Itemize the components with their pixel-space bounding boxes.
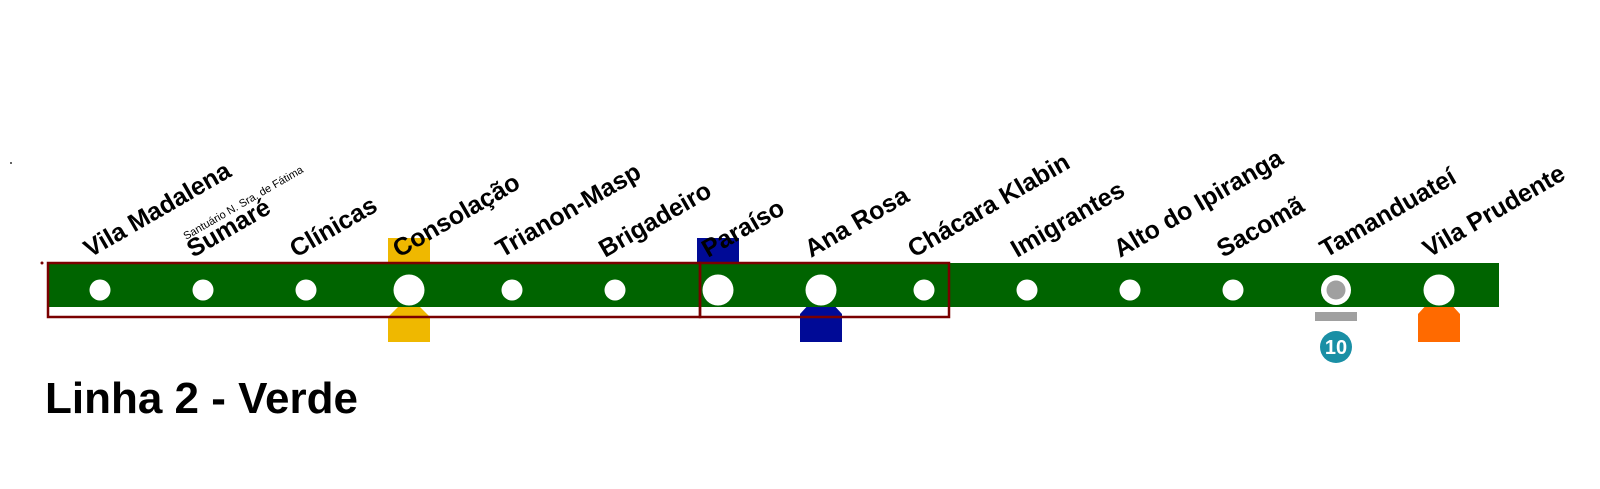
station-marker-trianon-masp	[501, 279, 523, 301]
station-marker-paraiso	[702, 274, 734, 306]
stray-dot	[40, 261, 44, 265]
station-marker-vila-madalena	[89, 279, 111, 301]
station-marker-ana-rosa	[805, 274, 837, 306]
line-bar	[48, 263, 1499, 307]
cptm-line-10-icon	[1320, 331, 1352, 363]
station-marker-sacoma	[1222, 279, 1244, 301]
transfer-orange-down-vila-prudente	[1418, 302, 1460, 342]
stray-dot	[10, 162, 12, 164]
station-marker-imigrantes	[1016, 279, 1038, 301]
station-marker-vila-prudente	[1423, 274, 1455, 306]
station-marker-inner-tamanduatei	[1326, 280, 1346, 300]
station-label-ana-rosa: Ana Rosa	[800, 181, 915, 263]
transfer-yellow-down-consolacao	[388, 304, 430, 342]
station-label-alto-do-ipiranga: Alto do Ipiranga	[1109, 143, 1289, 263]
station-label-paraiso: Paraíso	[697, 194, 789, 263]
station-marker-sumare	[192, 279, 214, 301]
station-markers: 10	[89, 274, 1455, 363]
segment-outline-paraiso-chacara-klabin	[698, 261, 951, 319]
station-marker-alto-do-ipiranga	[1119, 279, 1141, 301]
station-marker-brigadeiro	[604, 279, 626, 301]
station-label-clinicas: Clínicas	[285, 191, 382, 263]
cptm-connector-bar	[1315, 312, 1357, 321]
transfer-blue-down-ana-rosa	[800, 302, 842, 342]
cptm-line-number: 10	[1325, 337, 1347, 359]
station-marker-clinicas	[295, 279, 317, 301]
line-title: Linha 2 - Verde	[45, 374, 358, 423]
station-marker-chacara-klabin	[913, 279, 935, 301]
station-marker-consolacao	[393, 274, 425, 306]
